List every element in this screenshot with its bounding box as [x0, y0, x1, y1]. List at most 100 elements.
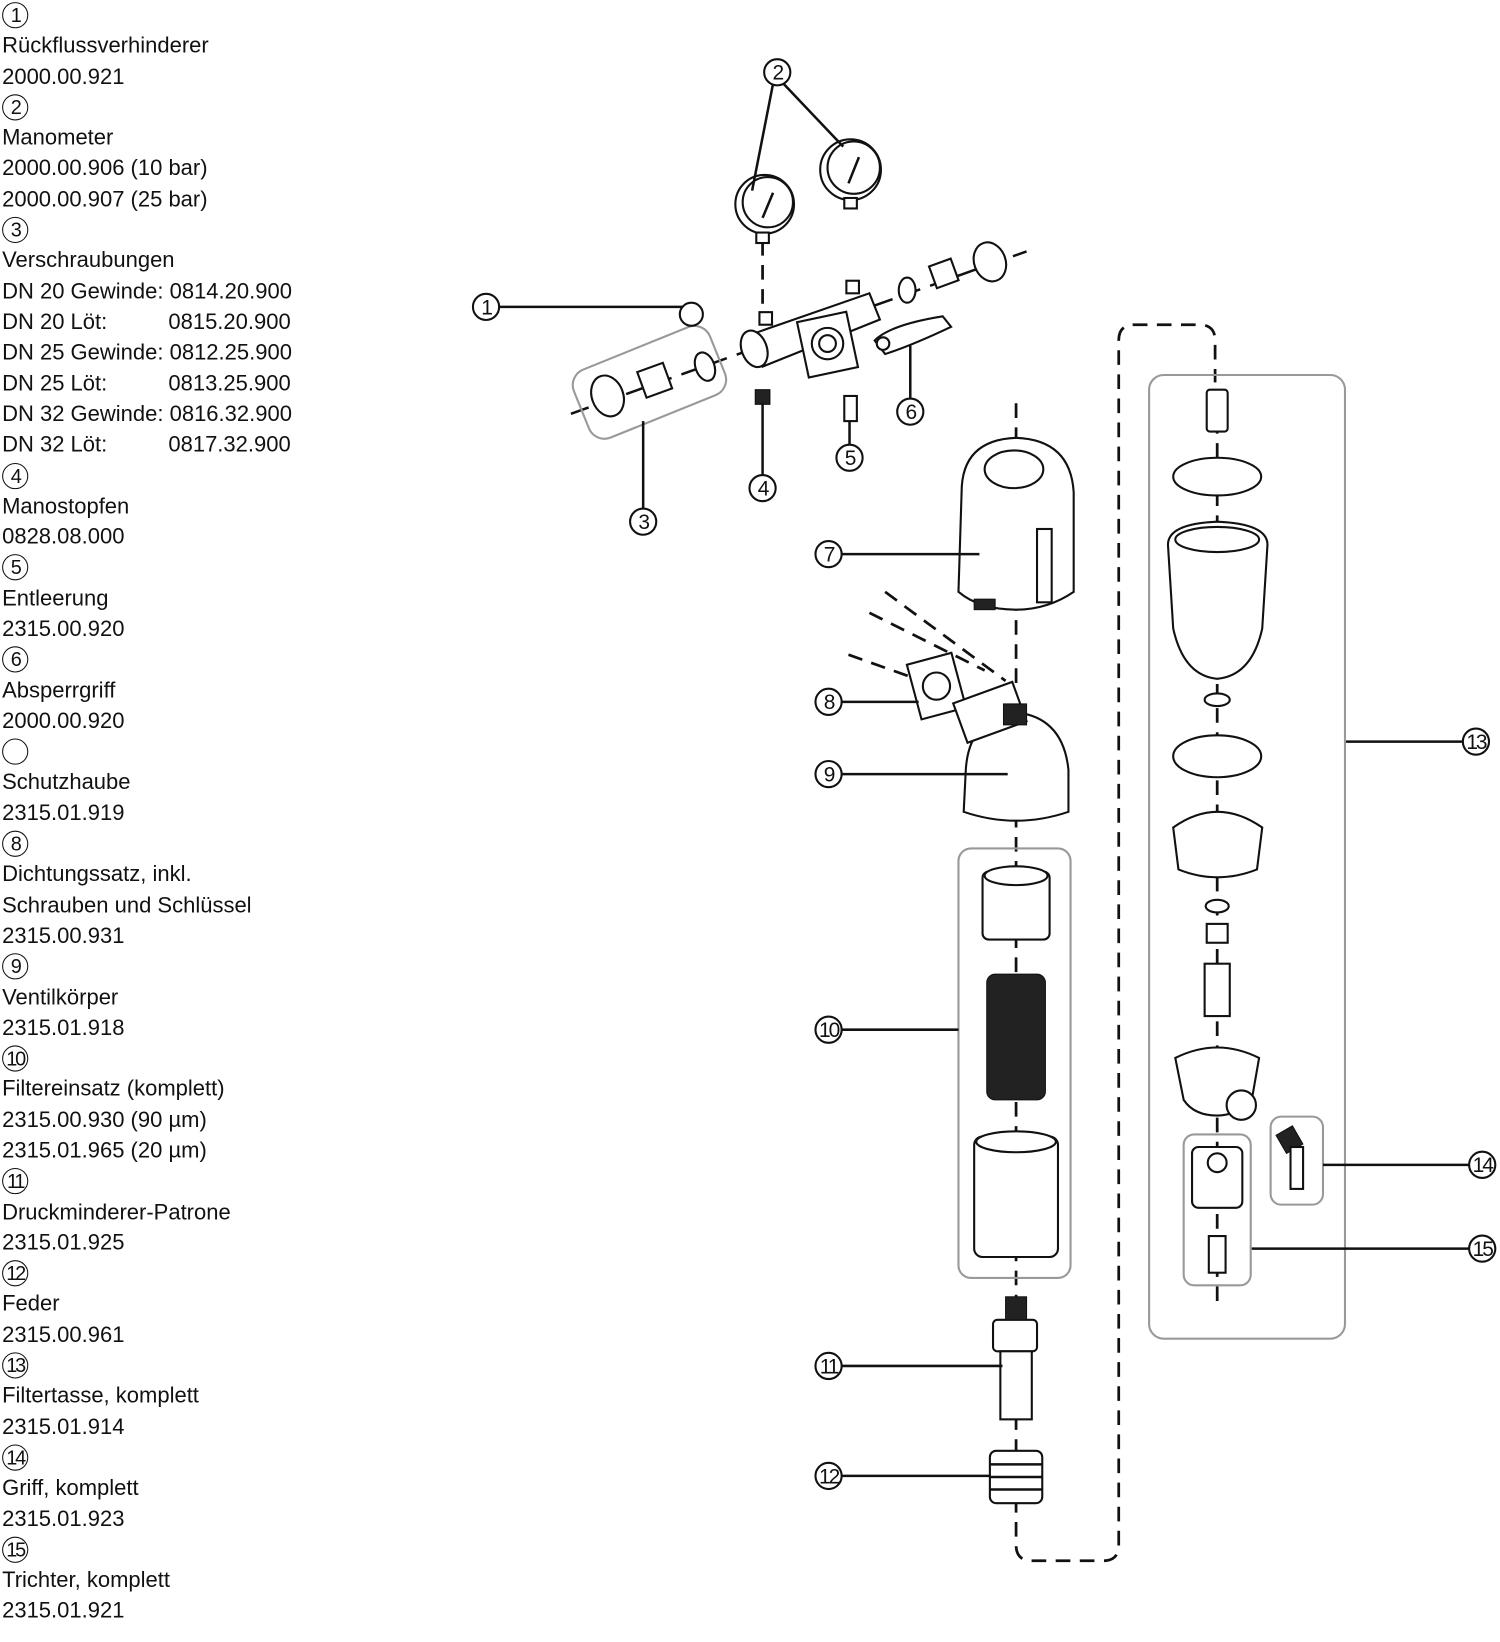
protective-cover-icon: [957, 436, 1075, 611]
part-number-badge: [2, 737, 292, 768]
part-name: Manometer: [2, 125, 114, 150]
part-code: DN 32 Löt: 0817.32.900: [2, 432, 291, 457]
valve-body-icon: [590, 241, 1008, 423]
callout-number: 2: [772, 62, 783, 85]
part-number-circle: 10: [2, 1045, 29, 1072]
part-name: Ventilkörper: [2, 985, 119, 1010]
part-code: DN 20 Gewinde: 0814.20.900: [2, 279, 292, 304]
part-code: 0828.08.000: [2, 524, 125, 549]
part-code: 2315.00.961: [2, 1322, 125, 1347]
callout-number: 10: [819, 1019, 840, 1042]
pressure-gauge-icon: [734, 138, 882, 245]
callout-circle: [629, 507, 658, 536]
callout-number: 3: [638, 511, 649, 534]
callout-2: 2: [763, 58, 792, 87]
part-number-badge: 11: [2, 1166, 292, 1197]
part-name: Absperrgriff: [2, 678, 116, 703]
seal-kit-icon: [905, 651, 968, 721]
part-number-badge: 10: [2, 1043, 292, 1074]
part-number-badge: 15: [2, 1534, 292, 1565]
group-box-14: [1269, 1115, 1325, 1206]
part-name: Rückflussverhinderer: [2, 33, 209, 58]
part-number-badge: 5: [2, 552, 292, 583]
part-code: DN 25 Gewinde: 0812.25.900: [2, 340, 292, 365]
part-code: 2315.01.923: [2, 1506, 125, 1531]
part-number-circle: 14: [2, 1444, 29, 1471]
callout-number: 15: [1473, 1238, 1494, 1261]
callout-15: 15: [1468, 1234, 1497, 1263]
callout-circle: [748, 473, 777, 503]
part-number-circle: [2, 738, 29, 765]
part-number-badge: 14: [2, 1442, 292, 1473]
callout-circle: [814, 1351, 843, 1381]
part-number-badge: 1: [2, 0, 292, 31]
callout-10: 10: [814, 1015, 843, 1044]
part-name: Entleerung: [2, 586, 109, 611]
part-number-circle: 9: [2, 953, 29, 980]
part-code: DN 32 Gewinde: 0816.32.900: [2, 402, 292, 427]
callout-circle: [814, 1015, 843, 1044]
part-code: 2315.01.925: [2, 1230, 125, 1255]
part-number-badge: 2: [2, 92, 292, 123]
callout-6: 6: [896, 397, 925, 426]
part-number-circle: 1: [2, 2, 29, 29]
part-name: Manostopfen: [2, 494, 130, 519]
callout-number: 11: [820, 1355, 839, 1378]
callout-circle: [1468, 1234, 1497, 1263]
group-box-10: [957, 847, 1072, 1279]
filter-bowl-icon: [1166, 388, 1269, 1121]
part-number-badge: 9: [2, 951, 292, 982]
part-name: Feder: [2, 1292, 60, 1317]
part-name: Verschraubungen: [2, 248, 175, 273]
callout-circle: [814, 759, 843, 789]
callout-circle: [1468, 1150, 1497, 1179]
callout-circle: [814, 1461, 843, 1491]
callout-number: 5: [845, 447, 856, 470]
callout-8: 8: [814, 687, 843, 716]
assembly-axis-lines: [570, 240, 1219, 1563]
callout-number: 12: [819, 1465, 840, 1488]
callout-9: 9: [814, 759, 843, 789]
part-code: 2000.00.906 (10 bar): [2, 156, 208, 181]
spring-icon: [988, 1449, 1044, 1505]
part-code: DN 20 Löt: 0815.20.900: [2, 310, 291, 335]
callout-circle: [814, 539, 843, 569]
callout-number: 14: [1473, 1154, 1495, 1177]
part-code: 2315.00.931: [2, 923, 125, 948]
part-code: 2000.00.907 (25 bar): [2, 187, 208, 212]
part-number-circle: 12: [2, 1260, 29, 1287]
part-code: DN 25 Löt: 0813.25.900: [2, 371, 291, 396]
pressure-reducer-cartridge-icon: [991, 1296, 1039, 1421]
part-number-circle: 15: [2, 1536, 29, 1563]
group-box-15: [1182, 1133, 1252, 1287]
filter-insert-icon: [973, 865, 1060, 1259]
part-code: 2315.01.918: [2, 1015, 125, 1040]
callout-12: 12: [814, 1461, 843, 1491]
part-number-circle: 8: [2, 830, 29, 858]
callout-3: 3: [629, 507, 658, 536]
part-number-circle: 11: [2, 1168, 29, 1195]
part-code: 2000.00.921: [2, 64, 125, 89]
callout-circle: [896, 397, 925, 426]
callout-number: 1: [481, 296, 492, 319]
callout-number: 9: [824, 763, 835, 786]
part-code: 2000.00.920: [2, 708, 125, 734]
part-name: Dichtungssatz, inkl.: [2, 862, 192, 887]
part-code: 2315.01.919: [2, 801, 125, 826]
part-name: Druckminderer-Patrone: [2, 1199, 231, 1225]
callout-1: 1: [471, 292, 501, 322]
callout-leader-lines: [499, 82, 1469, 1478]
callout-13: 13: [1461, 727, 1491, 756]
handle-icon: [1275, 1125, 1305, 1190]
callout-4: 4: [748, 473, 777, 503]
part-number-circle: 6: [2, 646, 29, 673]
callout-circle: [1461, 727, 1491, 756]
callout-circle: [835, 443, 864, 472]
callout-number: 13: [1466, 731, 1487, 754]
part-number-badge: 3: [2, 215, 292, 246]
part-name: Griff, komplett: [2, 1476, 139, 1501]
callout-14: 14: [1468, 1150, 1497, 1179]
part-name: Trichter, komplett: [2, 1568, 170, 1593]
